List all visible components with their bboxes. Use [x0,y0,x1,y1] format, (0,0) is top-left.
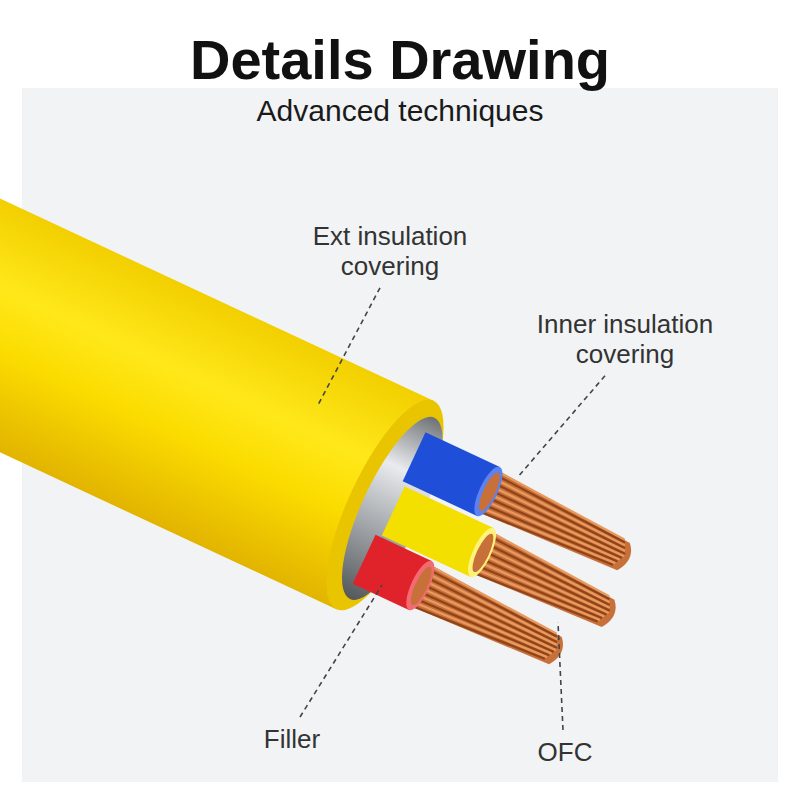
part-label: Ext insulation covering [275,222,505,282]
leader-line [318,288,380,405]
leader-lines [300,288,605,730]
copper-strand [491,482,626,547]
copper-strand [421,584,557,648]
copper-strand [418,589,553,654]
copper-core [407,564,436,607]
copper-core [469,531,498,574]
leader-line [300,585,382,717]
part-label: Inner insulation covering [495,310,755,370]
title: Details Drawing [0,28,800,92]
copper-strand [423,576,558,641]
copper-core [475,470,504,513]
part-label: OFC [515,738,615,768]
part-label: Filler [232,725,352,755]
copper-strand [413,596,547,663]
copper-bundle [411,565,572,673]
insulation-end [401,557,440,614]
copper-strand [411,598,544,666]
copper-strand [419,587,555,651]
conductors [353,431,651,689]
leader-line [558,622,563,730]
copper-strand [490,486,625,551]
cable [0,20,664,716]
insulation-end [462,524,501,581]
insulated-conductor [353,535,573,676]
subtitle: Advanced techniques [150,94,650,129]
leader-line [517,376,605,478]
copper-strand [422,580,557,645]
insulation-end [469,463,508,520]
